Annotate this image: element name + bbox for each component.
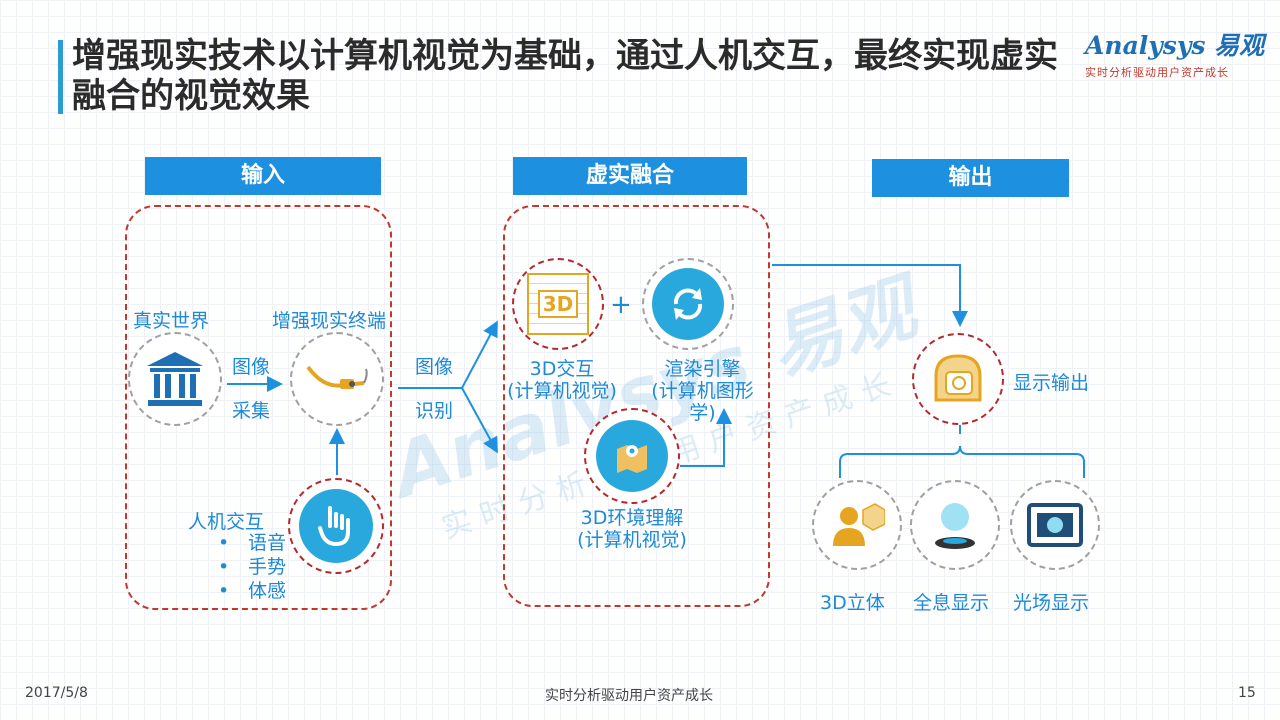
hci-list: 语音 手势 体感	[218, 531, 286, 603]
output-header: 输出	[872, 159, 1069, 197]
recognize-label-top: 图像	[415, 356, 454, 378]
helmet-display-icon	[934, 354, 982, 402]
footer-tagline: 实时分析驱动用户资产成长	[545, 688, 713, 704]
hologram-label: 全息显示	[913, 592, 990, 614]
3d-cube-icon: 3D	[527, 273, 589, 335]
light-field-icon	[1027, 503, 1083, 547]
hologram-node	[910, 480, 1000, 570]
env-3d-label: 3D环境理解 (计算机视觉)	[577, 507, 687, 551]
hci-item: 手势	[218, 555, 286, 579]
logo-text: Analysys 易观	[1085, 31, 1265, 60]
ar-terminal-node	[290, 332, 384, 426]
hci-item: 体感	[218, 579, 286, 603]
smart-glasses-icon	[306, 365, 368, 389]
ar-terminal-label: 增强现实终端	[272, 310, 387, 332]
real-world-node	[128, 332, 222, 426]
display-label: 显示输出	[1013, 372, 1090, 394]
capture-label-top: 图像	[232, 356, 271, 378]
refresh-icon	[652, 268, 724, 340]
page-title: 增强现实技术以计算机视觉为基础，通过人机交互，最终实现虚实融合的视觉效果	[72, 36, 1058, 116]
output-3d-node	[812, 480, 902, 570]
person-cube-icon	[833, 503, 885, 546]
input-panel	[125, 205, 392, 610]
fusion-panel	[503, 205, 770, 607]
map-pin-icon	[596, 420, 668, 492]
capture-label-bottom: 采集	[232, 400, 271, 422]
fusion-header: 虚实融合	[513, 157, 747, 195]
hci-node	[288, 478, 384, 574]
hologram-icon	[935, 503, 975, 549]
recognize-label-bottom: 识别	[415, 400, 454, 422]
interaction-3d-label: 3D交互 (计算机视觉)	[507, 358, 617, 402]
env-3d-node	[584, 408, 680, 504]
interaction-3d-node: 3D	[512, 258, 604, 350]
display-node	[912, 333, 1004, 425]
hci-item: 语音	[218, 531, 286, 555]
light-field-label: 光场显示	[1013, 592, 1090, 614]
brand-logo: Analysys 易观 实时分析驱动用户资产成长	[1085, 26, 1265, 79]
rendering-label: 渲染引擎 (计算机图形学)	[651, 358, 754, 424]
real-world-label: 真实世界	[133, 310, 210, 332]
rendering-node	[642, 258, 734, 350]
hand-gesture-icon	[299, 489, 373, 563]
logo-tagline: 实时分析驱动用户资产成长	[1085, 66, 1229, 79]
page-number: 15	[1238, 685, 1256, 701]
plus-sign: +	[610, 290, 632, 320]
temple-icon	[147, 352, 203, 406]
title-accent-bar	[58, 40, 63, 114]
footer-date: 2017/5/8	[25, 685, 88, 701]
hci-title: 人机交互	[188, 511, 265, 533]
light-field-node	[1010, 480, 1100, 570]
input-header: 输入	[145, 157, 381, 195]
output-3d-label: 3D立体	[820, 592, 885, 614]
